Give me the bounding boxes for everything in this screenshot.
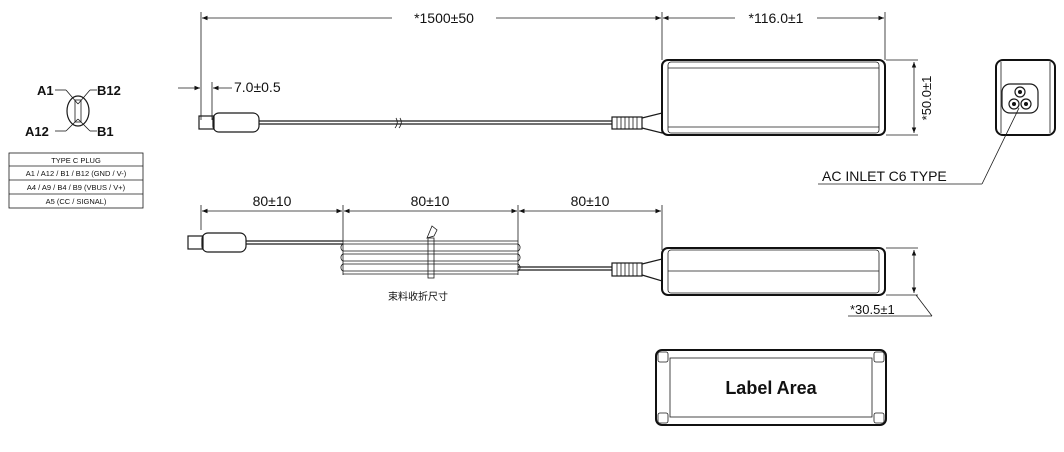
c6-inlet-outline [1001, 83, 1039, 114]
end-view: AC INLET C6 TYPE [818, 59, 1056, 185]
usb-c-plug-tip [198, 115, 215, 130]
inlet-contact [1020, 98, 1032, 110]
strain-relief [611, 262, 643, 277]
strain-relief [611, 116, 643, 130]
pin-table-row: A4 / A9 / B4 / B9 (VBUS / V+) [27, 183, 126, 192]
inlet-contact [1008, 98, 1020, 110]
strain-relief-taper [641, 112, 663, 134]
bundle-3-label: 80±10 [571, 193, 610, 209]
label-area-box [669, 357, 873, 418]
ac-inlet-label: AC INLET C6 TYPE [822, 168, 947, 184]
adapter-body-side [661, 247, 886, 296]
adapter-end-face [995, 59, 1056, 136]
label-view: Label Area [655, 349, 887, 426]
pin-b12-label: B12 [97, 83, 121, 98]
pin-table-header: TYPE C PLUG [51, 156, 101, 165]
side-view: 80±10 80±10 80±10 束料收折尺寸 *30.5 [187, 193, 933, 317]
strain-relief-taper [641, 258, 663, 282]
ac-inlet-leader [981, 107, 1020, 185]
break-mark [394, 117, 402, 129]
bundle-note: 束料收折尺寸 [388, 290, 448, 303]
cable-length-label: *1500±50 [414, 10, 474, 26]
label-area-text: Label Area [725, 378, 817, 398]
cable-tie [427, 237, 435, 279]
top-view: *1500±50 *116.0±1 7.0±0.5 *50.0±1 [178, 8, 934, 136]
body-length-label: *116.0±1 [749, 10, 804, 26]
body-width-label: *50.0±1 [919, 76, 934, 121]
bundle-2-label: 80±10 [411, 193, 450, 209]
usb-c-plug-tip [187, 235, 204, 250]
bundle-1-label: 80±10 [253, 193, 292, 209]
pin-crossover-ellipse [66, 95, 90, 127]
pin-b1-label: B1 [97, 124, 114, 139]
pin-a12-label: A12 [25, 124, 49, 139]
usb-c-plug-housing [201, 232, 247, 253]
pin-table-row: A1 / A12 / B1 / B12 (GND / V-) [26, 169, 127, 178]
pin-table-row: A5 (CC / SIGNAL) [46, 197, 107, 206]
pin-a1-label: A1 [37, 83, 54, 98]
pin-table: TYPE C PLUG A1 / A12 / B1 / B12 (GND / V… [8, 152, 144, 209]
body-height-label: *30.5±1 [850, 302, 895, 317]
adapter-body-top [661, 59, 886, 136]
pin-diagram: A1 B12 A12 B1 [25, 83, 121, 139]
inlet-contact [1014, 86, 1026, 98]
adapter-body-bottom [655, 349, 887, 426]
usb-c-plug-housing [212, 112, 260, 133]
cable-tie-head [426, 225, 438, 239]
plug-width-label: 7.0±0.5 [234, 79, 281, 95]
